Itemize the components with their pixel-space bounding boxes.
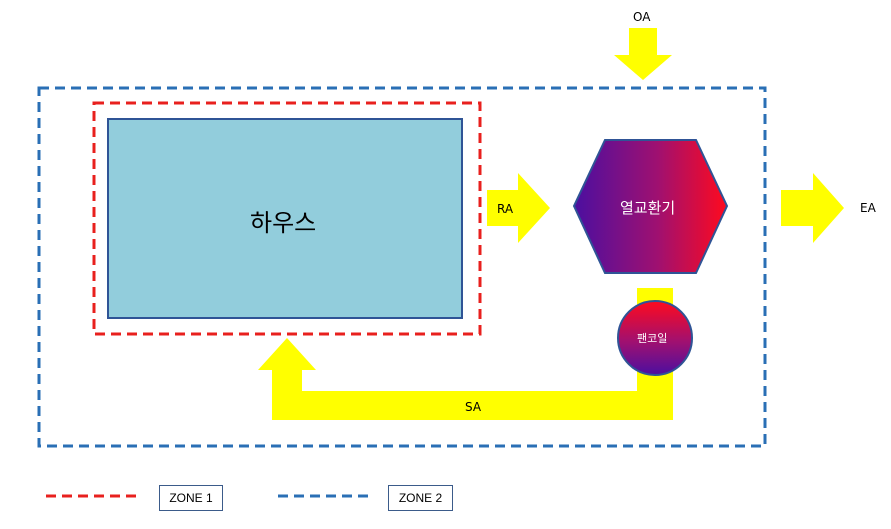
fan-coil-label: 팬코일	[637, 332, 668, 345]
ea-label: EA	[860, 201, 876, 215]
heat-exchanger-label: 열교환기	[620, 199, 676, 217]
legend-zone1-box: ZONE 1	[159, 485, 223, 511]
legend-zone2-box: ZONE 2	[388, 485, 453, 511]
heat-exchanger-hexagon	[572, 139, 729, 274]
fan-coil-circle	[617, 300, 693, 376]
sa-duct	[258, 288, 673, 420]
zone1-boundary	[92, 101, 482, 336]
ea-arrow	[781, 173, 844, 243]
ra-label: RA	[497, 202, 514, 216]
ra-arrow	[487, 173, 550, 243]
house-box	[107, 118, 463, 319]
oa-label: OA	[633, 10, 651, 24]
sa-label: SA	[465, 400, 482, 414]
zone2-boundary	[37, 86, 767, 448]
oa-arrow	[614, 28, 672, 80]
house-label: 하우스	[250, 209, 317, 237]
